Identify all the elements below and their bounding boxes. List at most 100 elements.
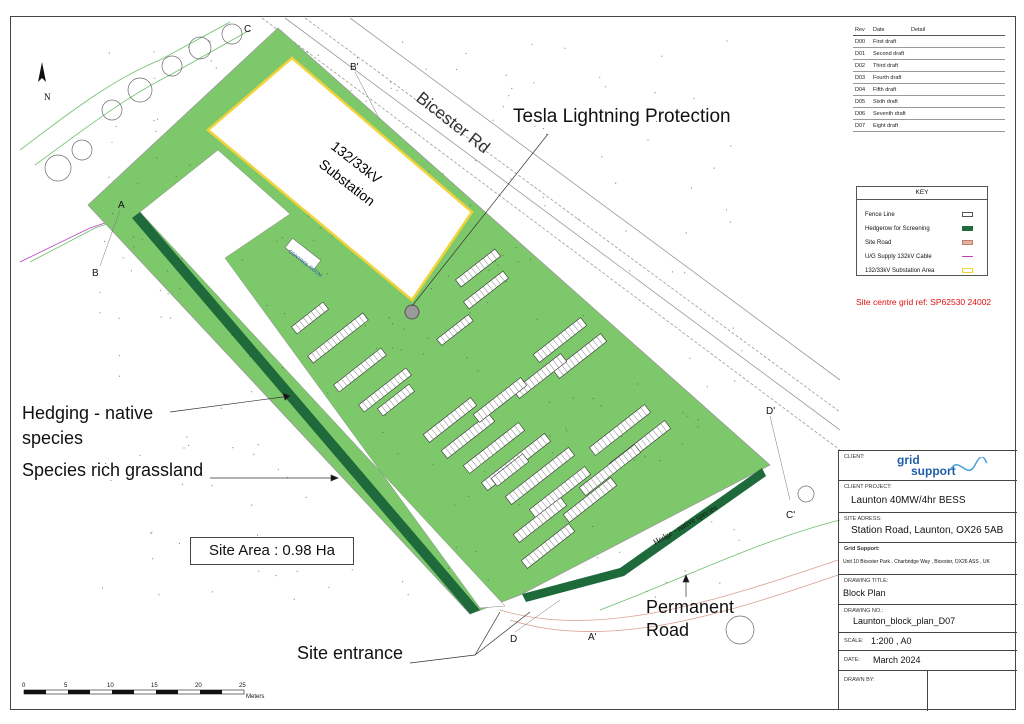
- scale-cell: SCALE: 1:200 , A0: [839, 632, 1017, 650]
- tesla-callout: Tesla Lightning Protection: [513, 106, 731, 127]
- battery-container: [562, 477, 618, 523]
- svg-text:25: 25: [239, 683, 246, 689]
- svg-text:D': D': [766, 406, 775, 417]
- battery-container: [588, 404, 652, 456]
- battery-container: [528, 466, 592, 518]
- battery-container: [552, 333, 608, 379]
- drawing-number: Launton_block_plan_D07: [853, 616, 956, 626]
- drawing-title-cell: DRAWING TITLE: Block Plan: [839, 574, 1017, 604]
- battery-container: [436, 314, 474, 346]
- grid-support-logo: grid support: [897, 453, 988, 479]
- project-name: Launton 40MW/4hr BESS: [851, 495, 966, 506]
- company-address: Unit 10 Bicester Park , Charbridge Way ,…: [843, 559, 990, 565]
- scale-bar: 0 5 10 15 20 25 Meters: [22, 683, 264, 700]
- key-item-cable: U/G Supply 132kV Cable: [857, 250, 987, 264]
- svg-text:A: A: [118, 200, 125, 211]
- battery-container: [422, 397, 478, 443]
- drawing-no-cell: DRAWING NO.: Launton_block_plan_D07: [839, 604, 1017, 632]
- hedgerow-swatch: [962, 226, 973, 231]
- revision-header: Rev Date Detail: [853, 24, 1005, 36]
- site-address: Station Road, Launton, OX26 5AB: [851, 525, 1004, 536]
- battery-container: [462, 422, 526, 474]
- fence-line-swatch: [962, 212, 973, 217]
- road-lines: [261, 17, 841, 451]
- battery-container: [504, 447, 576, 505]
- drawing-date: March 2024: [873, 655, 921, 665]
- grid-reference: Site centre grid ref: SP62530 24002: [856, 297, 992, 307]
- key-item-site-road: Site Road: [857, 236, 987, 250]
- permanent-road-callout-line2: Road: [646, 620, 690, 640]
- substation-area: [206, 56, 474, 302]
- wave-icon: [950, 457, 988, 472]
- svg-text:Meters: Meters: [246, 694, 264, 700]
- key-title: KEY: [857, 187, 987, 200]
- road-name: Bicester Rd: [413, 88, 494, 157]
- svg-text:N: N: [44, 92, 51, 102]
- battery-container: [455, 248, 501, 288]
- key-item-fence-line: Fence Line: [857, 208, 987, 222]
- control-room: [284, 237, 322, 271]
- svg-text:0: 0: [22, 683, 26, 689]
- grassland-callout: Species rich grassland: [22, 460, 204, 480]
- project-cell: CLIENT PROJECT: Launton 40MW/4hr BESS: [839, 480, 1017, 512]
- svg-text:D: D: [510, 634, 517, 645]
- battery-container: [463, 270, 509, 310]
- lightning-protection-mast: [404, 304, 420, 320]
- battery-container: [377, 383, 415, 417]
- svg-text:C: C: [244, 24, 251, 35]
- tree-symbols: [44, 23, 815, 645]
- hedgerow-south-east: [522, 468, 766, 602]
- svg-text:20: 20: [195, 683, 202, 689]
- svg-text:B: B: [92, 268, 99, 279]
- site-entrance-callout: Site entrance: [297, 643, 404, 663]
- hedging-callout-line1: Hedging - native: [22, 403, 154, 423]
- battery-container: [358, 367, 412, 413]
- battery-container: [291, 301, 329, 335]
- key-item-substation-area: 132/33kV Substation Area: [857, 264, 987, 278]
- client-cell: CLIENT: grid support: [839, 450, 1017, 480]
- legend-key: KEY Fence Line Hedgerow for Screening Si…: [856, 186, 988, 276]
- battery-container: [440, 413, 496, 459]
- battery-container: [532, 317, 588, 363]
- substation-area-swatch: [962, 268, 973, 273]
- svg-text:5: 5: [64, 683, 68, 689]
- battery-container: [512, 497, 568, 543]
- drawing-scale: 1:200 , A0: [871, 636, 912, 646]
- section-markers: A A' B B' C C' D D': [92, 24, 795, 645]
- grass-strip: [139, 149, 506, 609]
- hedging-callout-line2: species: [22, 428, 84, 448]
- boundary-lines: [19, 21, 841, 611]
- battery-container: [472, 377, 528, 423]
- battery-container: [520, 523, 576, 569]
- site-area-box: Site Area : 0.98 Ha: [190, 537, 354, 565]
- battery-container: [578, 444, 642, 496]
- drawn-by-divider: [927, 671, 928, 711]
- battery-container: [307, 312, 369, 364]
- title-block: CLIENT: grid support CLIENT PROJECT: Lau…: [838, 450, 1017, 711]
- battery-container: [490, 453, 530, 487]
- svg-text:A': A': [588, 632, 597, 643]
- date-cell: DATE: March 2024: [839, 650, 1017, 670]
- svg-text:10: 10: [107, 683, 114, 689]
- permanent-road-callout-line1: Permanent: [646, 597, 735, 617]
- section-lines: [99, 71, 791, 633]
- cable-swatch: [962, 256, 973, 257]
- company-cell: Grid Support: Unit 10 Bicester Park , Ch…: [839, 542, 1017, 574]
- battery-container: [333, 347, 387, 393]
- drawn-by-cell: DRAWN BY:: [839, 670, 1017, 711]
- battery-container: [512, 353, 568, 399]
- drawing-frame: [10, 16, 1016, 710]
- svg-text:15: 15: [151, 683, 158, 689]
- drawing-title: Block Plan: [843, 588, 886, 598]
- address-cell: SITE ADRESS: Station Road, Launton, OX26…: [839, 512, 1017, 542]
- key-item-hedgerow: Hedgerow for Screening: [857, 222, 987, 236]
- access-road: [499, 559, 839, 633]
